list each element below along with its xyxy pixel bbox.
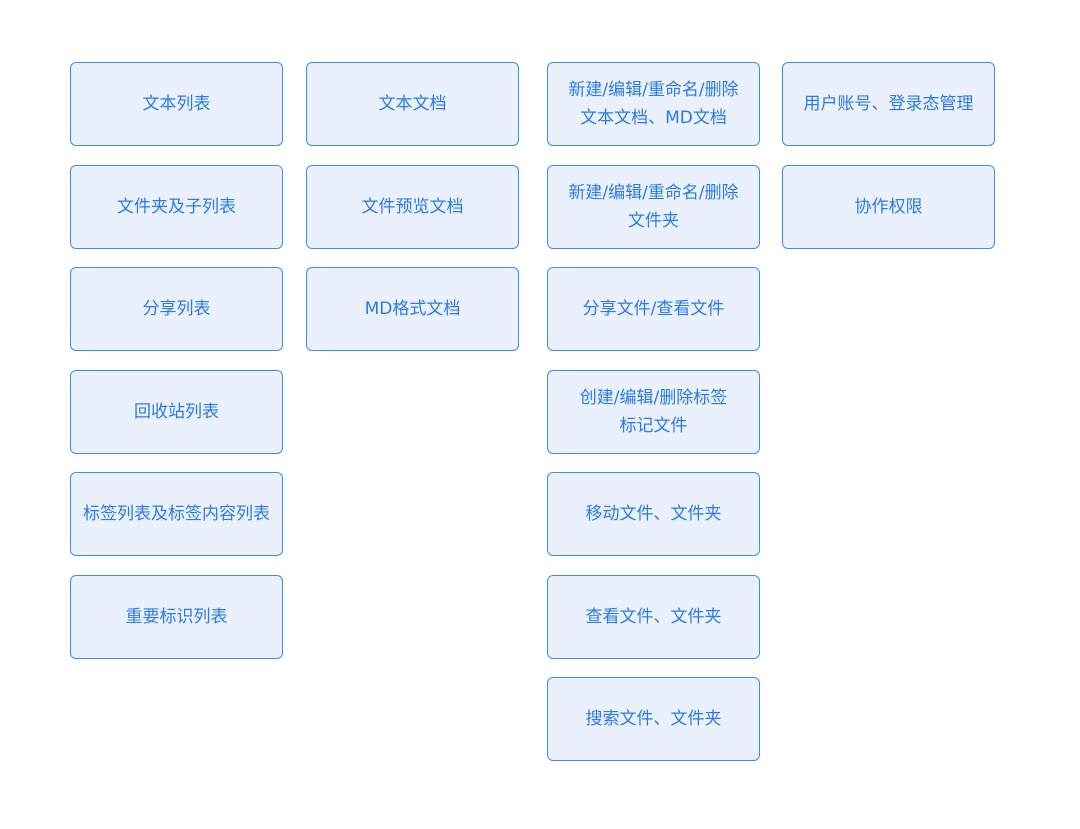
box-folder-sublist: 文件夹及子列表 [70, 164, 283, 249]
box-manage-tags: 创建/编辑/删除标签 标记文件 [547, 369, 760, 454]
box-user-account: 用户账号、登录态管理 [782, 62, 995, 146]
column-3: 新建/编辑/重命名/删除 文本文档、MD文档 新建/编辑/重命名/删除 文件夹 … [547, 62, 760, 761]
box-tag-list: 标签列表及标签内容列表 [70, 472, 283, 556]
column-2: 文本文档 文件预览文档 MD格式文档 [306, 62, 519, 351]
box-important-mark-list: 重要标识列表 [70, 574, 283, 659]
box-move-files: 移动文件、文件夹 [547, 472, 760, 556]
box-share-list: 分享列表 [70, 267, 283, 351]
column-1: 文本列表 文件夹及子列表 分享列表 回收站列表 标签列表及标签内容列表 重要标识… [70, 62, 283, 659]
box-view-files: 查看文件、文件夹 [547, 574, 760, 659]
box-share-view-file: 分享文件/查看文件 [547, 267, 760, 351]
box-collaboration-permission: 协作权限 [782, 164, 995, 249]
box-text-document: 文本文档 [306, 62, 519, 146]
box-manage-folders: 新建/编辑/重命名/删除 文件夹 [547, 164, 760, 249]
box-file-preview-document: 文件预览文档 [306, 164, 519, 249]
box-search-files: 搜索文件、文件夹 [547, 677, 760, 761]
box-md-document: MD格式文档 [306, 267, 519, 351]
column-4: 用户账号、登录态管理 协作权限 [782, 62, 995, 249]
box-text-list: 文本列表 [70, 62, 283, 146]
box-manage-documents: 新建/编辑/重命名/删除 文本文档、MD文档 [547, 62, 760, 146]
box-recycle-bin-list: 回收站列表 [70, 369, 283, 454]
